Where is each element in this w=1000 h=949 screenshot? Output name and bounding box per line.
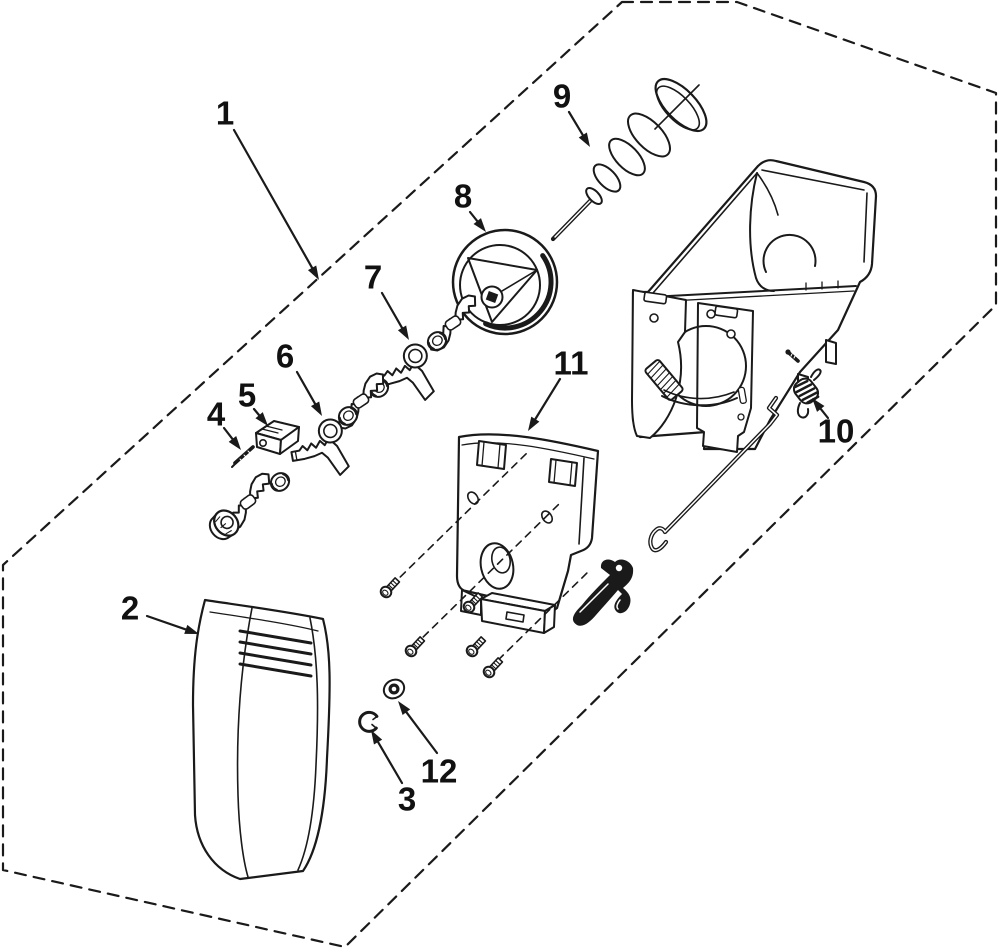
- part-auger: [550, 77, 708, 242]
- leader-line: [403, 708, 439, 755]
- part-mounting-bracket: [455, 433, 600, 634]
- callout-4: 4: [207, 396, 241, 450]
- part-washer: [382, 678, 406, 700]
- part-number-label: 3: [398, 781, 416, 818]
- fastener-mini-screw: [785, 349, 800, 363]
- leader-line: [567, 110, 586, 139]
- leader-arrowhead: [255, 412, 268, 426]
- part-e-clip: [358, 710, 379, 733]
- callout-9: 9: [553, 78, 590, 147]
- callout-5: 5: [238, 377, 268, 426]
- bracket-clip-tab: [476, 440, 507, 470]
- part-number-label: 4: [207, 396, 226, 433]
- leader-arrowhead: [812, 398, 825, 412]
- blade-spacer: [266, 468, 294, 496]
- leader-arrowhead: [371, 730, 383, 745]
- callout-2: 2: [121, 590, 199, 634]
- leader-arrowhead: [184, 624, 199, 634]
- part-number-label: 2: [121, 590, 139, 627]
- bracket-clip-tab: [548, 458, 578, 487]
- mounting-screw: [463, 634, 489, 660]
- part-number-label: 11: [554, 345, 589, 382]
- part-number-label: 8: [454, 178, 472, 215]
- part-spring: [792, 368, 822, 419]
- mounting-screw: [480, 655, 506, 681]
- leader-arrowhead: [310, 401, 322, 416]
- callout-3: 3: [371, 730, 416, 818]
- leader-arrowhead: [473, 218, 486, 232]
- mounting-screw: [402, 634, 428, 660]
- leader-arrowhead: [578, 132, 590, 147]
- part-number-label: 9: [553, 78, 571, 115]
- callout-1: 1: [216, 95, 319, 280]
- bucket-clip-slot: [714, 305, 739, 319]
- cover-vent-grille: [238, 629, 313, 678]
- part-latch-lever: [572, 559, 634, 626]
- screw-axis-lines: [390, 451, 590, 670]
- part-number-label: 6: [276, 338, 294, 375]
- part-number-label: 5: [238, 377, 256, 414]
- leader-line: [532, 377, 562, 423]
- leader-line: [232, 128, 315, 272]
- mounting-screw: [377, 575, 403, 601]
- leader-line: [380, 291, 405, 332]
- callout-10: 10: [812, 398, 854, 450]
- part-number-label: 1: [216, 95, 234, 132]
- part-ice-bucket: [631, 159, 878, 453]
- leader-arrowhead: [228, 436, 241, 450]
- part-number-label: 7: [364, 259, 382, 296]
- part-retaining-pin: [231, 445, 255, 468]
- bucket-auger-dome: [762, 233, 817, 273]
- part-front-cover: [191, 598, 331, 881]
- bucket-clip-slot: [643, 291, 668, 305]
- part-number-label: 12: [421, 753, 458, 790]
- callout-11: 11: [528, 345, 589, 431]
- part-end-cap: [208, 509, 240, 541]
- leader-arrowhead: [397, 325, 409, 340]
- callout-6: 6: [276, 338, 322, 416]
- leader-line: [375, 738, 404, 785]
- leader-line: [295, 370, 318, 408]
- callout-7: 7: [364, 259, 409, 340]
- leader-arrowhead: [398, 701, 411, 716]
- part-bearing-block: [255, 420, 300, 455]
- bucket-scoop-wall: [749, 172, 775, 292]
- leader-line: [145, 614, 190, 632]
- leader-arrowhead: [528, 416, 540, 431]
- callout-12: 12: [398, 701, 457, 790]
- part-crusher-housing: [451, 228, 559, 336]
- part-number-label: 10: [818, 413, 855, 450]
- part-wire-bail: [648, 395, 780, 553]
- leader-arrowhead: [307, 265, 319, 280]
- bracket-oval-hole: [479, 542, 515, 590]
- callout-8: 8: [454, 178, 486, 232]
- bucket-leg: [825, 339, 837, 365]
